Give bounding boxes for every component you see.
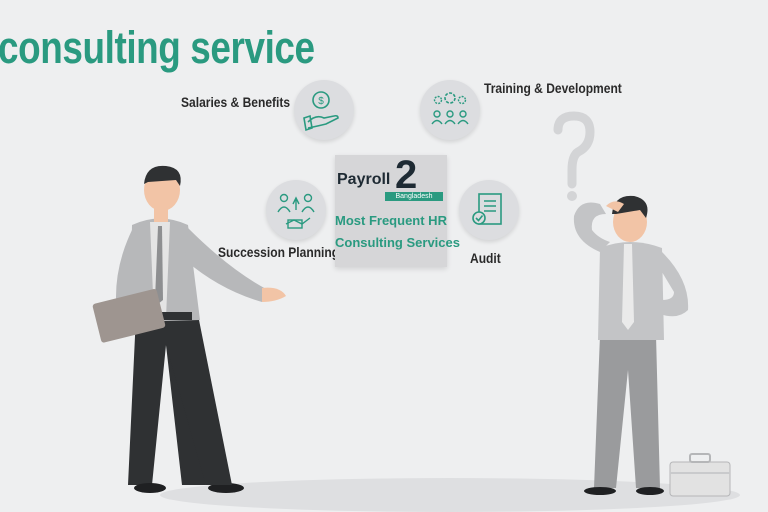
- brand-number: 2: [395, 153, 418, 197]
- succession-circle: [266, 180, 326, 240]
- payroll-card: Payroll 2 Bangladesh Most Frequent HR Co…: [335, 153, 460, 267]
- label-succession: Succession Planning: [218, 244, 340, 260]
- card-heading-line1: Most Frequent HR: [335, 213, 447, 228]
- audit-circle: [459, 180, 519, 240]
- money-hand-icon: $: [303, 91, 339, 132]
- brand-name: Payroll: [337, 171, 391, 188]
- succession-icon: [277, 193, 315, 229]
- page-title: consulting service: [0, 22, 315, 73]
- label-training: Training & Development: [484, 80, 622, 96]
- training-circle: [420, 80, 480, 140]
- label-salaries: Salaries & Benefits: [181, 94, 291, 110]
- label-audit: Audit: [470, 250, 501, 266]
- briefcase-icon: [669, 453, 731, 497]
- question-mark-icon: [553, 111, 595, 201]
- salaries-circle: $: [294, 80, 354, 140]
- brand-subtitle: Bangladesh: [385, 192, 443, 201]
- card-heading-line2: Consulting Services: [335, 235, 460, 250]
- audit-document-icon: [472, 193, 502, 225]
- svg-text:$: $: [318, 96, 324, 107]
- team-gears-icon: [431, 92, 469, 125]
